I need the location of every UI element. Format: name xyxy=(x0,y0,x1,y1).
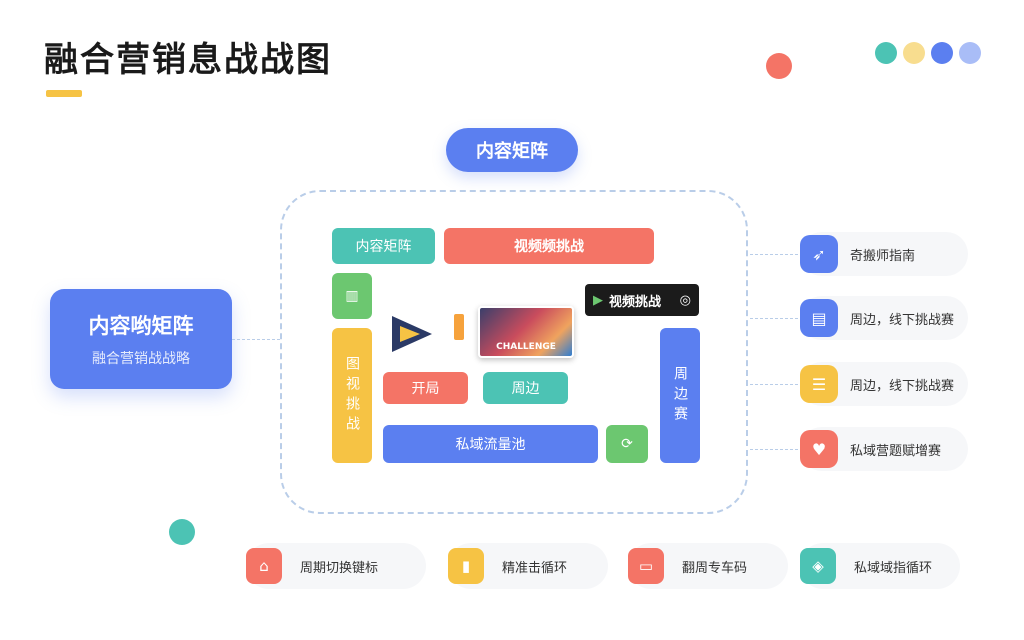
decor-dot-yellow xyxy=(903,42,925,64)
badge-circle-icon: ◎ xyxy=(679,292,691,308)
decor-dot-teal xyxy=(875,42,897,64)
block-private-traffic[interactable]: 私域流量池 xyxy=(383,425,598,463)
right-connector-1 xyxy=(750,254,798,255)
block-video-challenge[interactable]: 视频频挑战 xyxy=(444,228,654,264)
right-item-4[interactable]: ♥ 私域营题赋增赛 xyxy=(800,427,968,471)
block-green-icon[interactable]: ▥ xyxy=(332,273,372,319)
badge-text: 视频挑战 xyxy=(609,294,662,310)
play-logo xyxy=(388,312,436,356)
diamond-icon: ◈ xyxy=(800,548,836,584)
right-item-label: 周边，线下挑战赛 xyxy=(850,378,955,394)
left-vertical-text: 图视挑战 xyxy=(344,355,360,436)
right-connector-3 xyxy=(750,384,798,385)
left-content-card[interactable]: 内容哟矩阵 融合营销战战略 xyxy=(50,289,232,389)
decor-dot-blue xyxy=(931,42,953,64)
right-item-label: 奇搬师指南 xyxy=(850,248,916,264)
rocket-icon: ➶ xyxy=(800,235,838,273)
block-peripheral[interactable]: 周边 xyxy=(483,372,568,404)
badge-logo-icon: ▶ xyxy=(593,292,603,308)
bottom-item-4[interactable]: ◈ 私域域指循环 xyxy=(800,543,960,589)
block-left-vertical[interactable]: 图视挑战 xyxy=(332,328,372,463)
content-matrix-pill[interactable]: 内容矩阵 xyxy=(446,128,578,172)
refresh-icon: ⟳ xyxy=(621,436,633,452)
box-icon: ▥ xyxy=(345,288,359,304)
title-underline xyxy=(46,90,82,97)
block-content-matrix[interactable]: 内容矩阵 xyxy=(332,228,435,264)
right-item-1[interactable]: ➶ 奇搬师指南 xyxy=(800,232,968,276)
bottom-item-2[interactable]: ▮ 精准击循环 xyxy=(448,543,608,589)
bottom-item-label: 周期切换键标 xyxy=(300,560,379,576)
photo-caption: CHALLENGE xyxy=(496,342,556,352)
right-item-2[interactable]: ▤ 周边，线下挑战赛 xyxy=(800,296,968,340)
decor-dot-coral xyxy=(766,53,792,79)
card-icon: ▭ xyxy=(628,548,664,584)
left-connector xyxy=(232,339,280,340)
bottom-item-label: 私域域指循环 xyxy=(854,560,933,576)
right-item-label: 周边，线下挑战赛 xyxy=(850,312,955,328)
bottom-item-3[interactable]: ▭ 翻周专车码 xyxy=(628,543,788,589)
decor-dot-teal-bottom xyxy=(169,519,195,545)
block-small-green[interactable]: ⟳ xyxy=(606,425,648,463)
video-challenge-badge[interactable]: ▶ 视频挑战 ◎ xyxy=(585,284,699,316)
calendar-icon: ▤ xyxy=(800,299,838,337)
bottom-item-label: 精准击循环 xyxy=(502,560,568,576)
left-card-subtitle: 融合营销战战略 xyxy=(92,351,190,367)
right-connector-2 xyxy=(750,318,798,319)
right-connector-4 xyxy=(750,449,798,450)
tag-icon: ⌂ xyxy=(246,548,282,584)
gift-icon: ▮ xyxy=(448,548,484,584)
challenge-photo[interactable]: CHALLENGE xyxy=(478,306,574,358)
orange-marker xyxy=(454,314,464,340)
bottom-item-label: 翻周专车码 xyxy=(682,560,748,576)
ticket-icon: ☰ xyxy=(800,365,838,403)
right-item-label: 私域营题赋增赛 xyxy=(850,443,942,459)
left-card-title: 内容哟矩阵 xyxy=(88,314,194,338)
page-title: 融合营销息战战图 xyxy=(44,40,332,80)
block-open[interactable]: 开局 xyxy=(383,372,468,404)
right-vertical-text: 周边赛 xyxy=(672,365,688,426)
central-frame xyxy=(280,190,748,514)
heart-icon: ♥ xyxy=(800,430,838,468)
block-right-vertical[interactable]: 周边赛 xyxy=(660,328,700,463)
play-icon xyxy=(392,316,432,352)
decor-dot-lavender xyxy=(959,42,981,64)
right-item-3[interactable]: ☰ 周边，线下挑战赛 xyxy=(800,362,968,406)
bottom-item-1[interactable]: ⌂ 周期切换键标 xyxy=(246,543,426,589)
